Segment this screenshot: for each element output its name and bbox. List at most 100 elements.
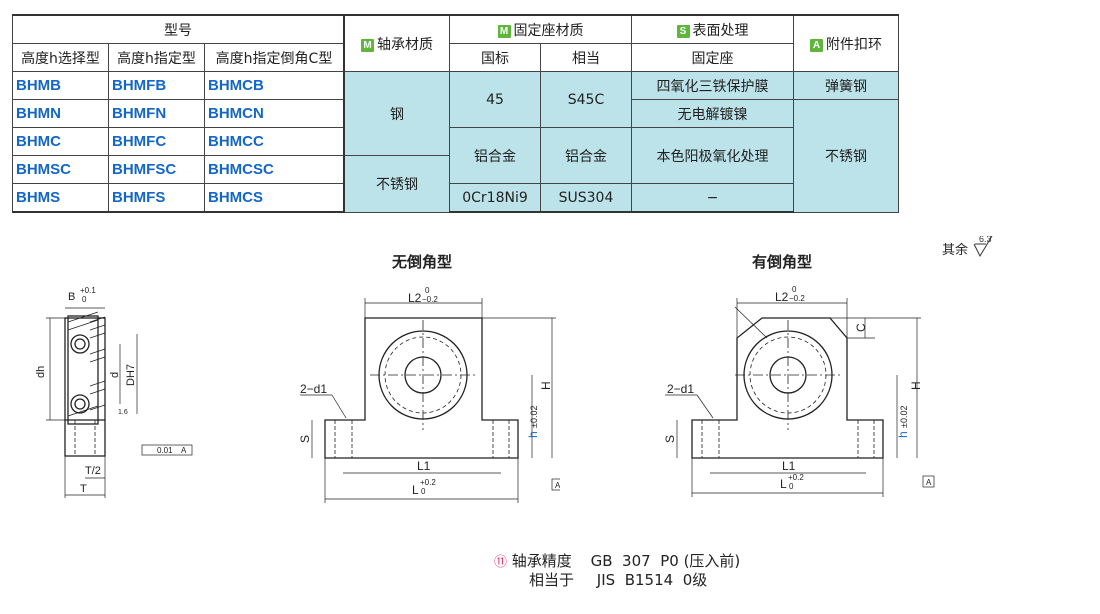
svg-text:0: 0: [425, 286, 430, 295]
svg-text:0.01: 0.01: [157, 446, 173, 455]
header-h-select: 高度h选择型: [12, 43, 109, 72]
model-cell: BHMCN: [204, 99, 345, 128]
svg-text:H: H: [909, 381, 923, 390]
chamfer-drawing: L2 0 −0.2 C L1 L +0.2 0 H h ±0.02 S 2−d1…: [663, 285, 935, 497]
a-badge: A: [810, 38, 823, 52]
roughness-label: 其余: [942, 243, 969, 258]
note-marker-icon: ⑪: [494, 555, 508, 570]
gb-45-cell: 45: [449, 71, 541, 128]
surface-black-cell: 四氧化三铁保护膜: [631, 71, 794, 100]
svg-text:+0.2: +0.2: [420, 478, 436, 487]
no-chamfer-drawing: L2 0 −0.2 L1 L +0.2 0 H h ±0.02 S 2−d1 A: [298, 286, 560, 503]
model-cell: BHMFC: [108, 127, 205, 156]
svg-text:0: 0: [792, 285, 797, 294]
surface-anod-cell: 本色阳极氧化处理: [631, 127, 794, 184]
header-h-specify: 高度h指定型: [108, 43, 205, 72]
svg-text:C: C: [854, 323, 868, 332]
shaft-steel-cell: 钢: [343, 71, 450, 156]
s-badge: S: [676, 24, 690, 38]
svg-text:T: T: [80, 483, 87, 495]
table-row: BHMN BHMFN BHMCN 无电解镀镍 不锈钢: [12, 99, 899, 213]
header-gb: 国标: [449, 43, 541, 72]
model-cell: BHMFS: [108, 183, 205, 213]
svg-text:+0.1: +0.1: [80, 286, 96, 295]
header-equiv: 相当: [540, 43, 632, 72]
svg-text:L2: L2: [775, 290, 789, 304]
model-cell: BHMSC: [12, 155, 109, 184]
svg-text:L: L: [412, 483, 419, 497]
title-chamfer: 有倒角型: [752, 253, 813, 271]
table-row: BHMC BHMFC BHMCC 铝合金 铝合金 本色阳极氧化处理: [12, 127, 899, 184]
model-cell: BHMFSC: [108, 155, 205, 184]
svg-text:A: A: [555, 481, 560, 490]
model-cell: BHMCS: [204, 183, 345, 213]
model-cell: BHMFN: [108, 99, 205, 128]
svg-text:1.6: 1.6: [118, 409, 128, 416]
svg-text:DH7: DH7: [125, 364, 137, 386]
svg-text:−0.2: −0.2: [789, 294, 805, 303]
svg-text:dh: dh: [35, 366, 47, 378]
svg-text:A: A: [926, 478, 932, 487]
svg-text:L1: L1: [782, 459, 796, 473]
svg-text:A: A: [181, 446, 187, 455]
svg-text:0: 0: [789, 482, 794, 491]
model-cell: BHMN: [12, 99, 109, 128]
model-cell: BHMB: [12, 71, 109, 100]
note-value-2: JIS B1514 0级: [596, 571, 708, 589]
svg-text:2−d1: 2−d1: [667, 382, 694, 396]
model-cell: BHMC: [12, 127, 109, 156]
title-no-chamfer: 无倒角型: [392, 253, 453, 271]
svg-text:h: h: [526, 431, 540, 438]
model-cell: BHMS: [12, 183, 109, 213]
svg-text:±0.02: ±0.02: [899, 406, 909, 428]
header-model: 型号: [12, 14, 345, 44]
m-badge: M: [361, 38, 374, 52]
svg-text:0: 0: [82, 295, 87, 304]
svg-text:T/2: T/2: [85, 465, 101, 477]
svg-text:+0.2: +0.2: [788, 473, 804, 482]
roughness-symbol-icon: 6.3: [973, 234, 993, 258]
note-value-1: GB 307 P0 (压入前): [590, 552, 741, 570]
model-cell: BHMCB: [204, 71, 345, 100]
svg-text:h: h: [896, 431, 910, 438]
roughness-note: 其余 6.3: [942, 234, 998, 260]
note-label-2: 相当于: [529, 571, 575, 589]
surface-nickel-cell: 无电解镀镍: [631, 99, 794, 128]
svg-text:6.3: 6.3: [979, 236, 992, 244]
svg-text:2−d1: 2−d1: [300, 382, 327, 396]
m-badge: M: [497, 24, 511, 38]
svg-text:L2: L2: [408, 291, 422, 305]
model-cell: BHMFB: [108, 71, 205, 100]
surface-none-cell: −: [631, 183, 794, 213]
svg-text:L: L: [780, 477, 787, 491]
note-label-1: 轴承精度: [511, 552, 572, 570]
svg-text:S: S: [298, 435, 312, 443]
svg-text:H: H: [539, 381, 553, 390]
eq-al-cell: 铝合金: [540, 127, 632, 184]
acc-stainless-cell: 不锈钢: [793, 99, 899, 213]
gb-sus-cell: 0Cr18Ni9: [449, 183, 541, 213]
table-row: BHMSC BHMFSC BHMCSC 不锈钢: [12, 155, 899, 213]
svg-text:B: B: [68, 291, 75, 303]
header-h-chamfer: 高度h指定倒角C型: [204, 43, 345, 72]
svg-text:d: d: [109, 372, 121, 378]
svg-text:L1: L1: [417, 459, 431, 473]
svg-text:±0.02: ±0.02: [529, 406, 539, 428]
equivalent-note: 相当于 JIS B1514 0级: [529, 569, 707, 590]
header-surface-sub: 固定座: [631, 43, 794, 72]
svg-text:0: 0: [421, 487, 426, 496]
table-row: BHMB BHMFB BHMCB 钢 45 S45C 四氧化三铁保护膜 弹簧钢: [12, 71, 899, 156]
svg-text:S: S: [663, 435, 677, 443]
bearing-accuracy-note: ⑪ 轴承精度 GB 307 P0 (压入前): [494, 550, 740, 571]
acc-spring-cell: 弹簧钢: [793, 71, 899, 100]
gb-al-cell: 铝合金: [449, 127, 541, 184]
eq-s45c-cell: S45C: [540, 71, 632, 128]
table-row: BHMS BHMFS BHMCS 0Cr18Ni9 SUS304 −: [12, 183, 899, 213]
model-cell: BHMCC: [204, 127, 345, 156]
model-cell: BHMCSC: [204, 155, 345, 184]
